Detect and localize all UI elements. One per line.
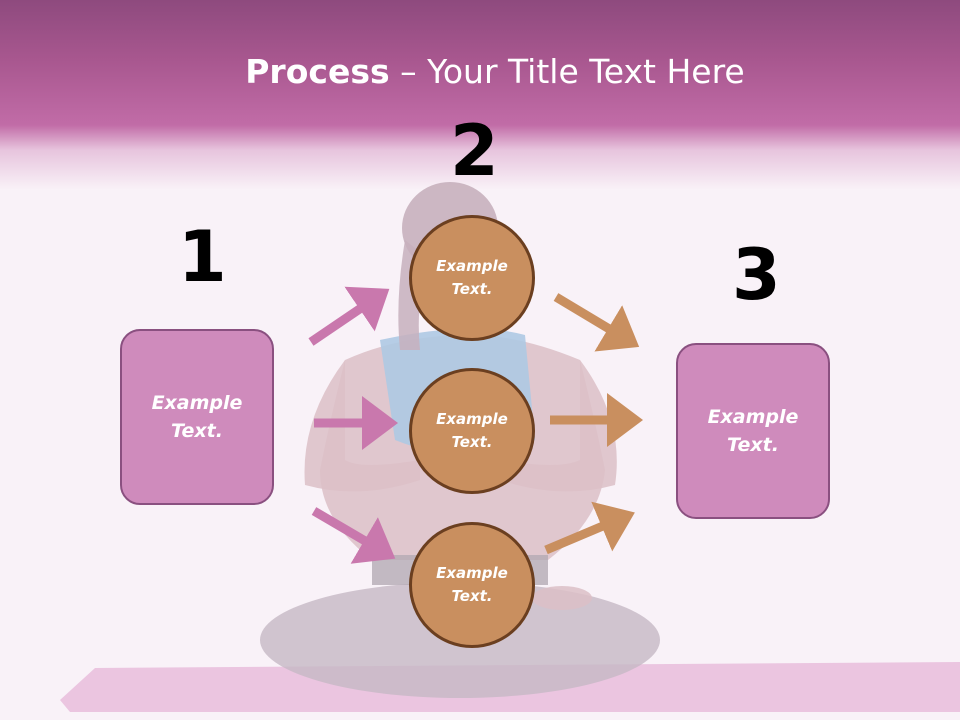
slide-title: Process – Your Title Text Here bbox=[0, 52, 960, 91]
arrow-1-to-top bbox=[308, 286, 390, 346]
step-3-text-line-2: Text. bbox=[727, 434, 779, 456]
arrow-bottom-to-3 bbox=[544, 501, 635, 555]
arrow-top-to-3 bbox=[553, 293, 640, 352]
step-number-3: 3 bbox=[732, 234, 781, 316]
circle-top-text-line-2: Text. bbox=[451, 280, 493, 298]
step-number-1: 1 bbox=[178, 216, 227, 298]
step-1-text-line-1: Example bbox=[151, 391, 243, 414]
step-1-box: Example Text. bbox=[120, 329, 274, 505]
step-2-circle-top: Example Text. bbox=[409, 215, 535, 341]
circle-middle-text-line-1: Example bbox=[436, 409, 508, 428]
title-bold: Process bbox=[245, 52, 390, 91]
step-1-text-line-2: Text. bbox=[171, 420, 223, 442]
circle-top-text-line-1: Example bbox=[436, 256, 508, 275]
arrow-1-to-bottom bbox=[311, 507, 396, 564]
title-rest: – Your Title Text Here bbox=[389, 52, 745, 91]
circle-middle-text-line-2: Text. bbox=[451, 433, 493, 451]
step-3-box: Example Text. bbox=[676, 343, 830, 519]
step-2-circle-middle: Example Text. bbox=[409, 368, 535, 494]
step-3-text-line-1: Example bbox=[707, 405, 799, 428]
header-band bbox=[0, 0, 960, 200]
step-number-2: 2 bbox=[450, 110, 499, 192]
circle-bottom-text-line-1: Example bbox=[436, 563, 508, 582]
circle-bottom-text-line-2: Text. bbox=[451, 587, 493, 605]
step-2-circle-bottom: Example Text. bbox=[409, 522, 535, 648]
